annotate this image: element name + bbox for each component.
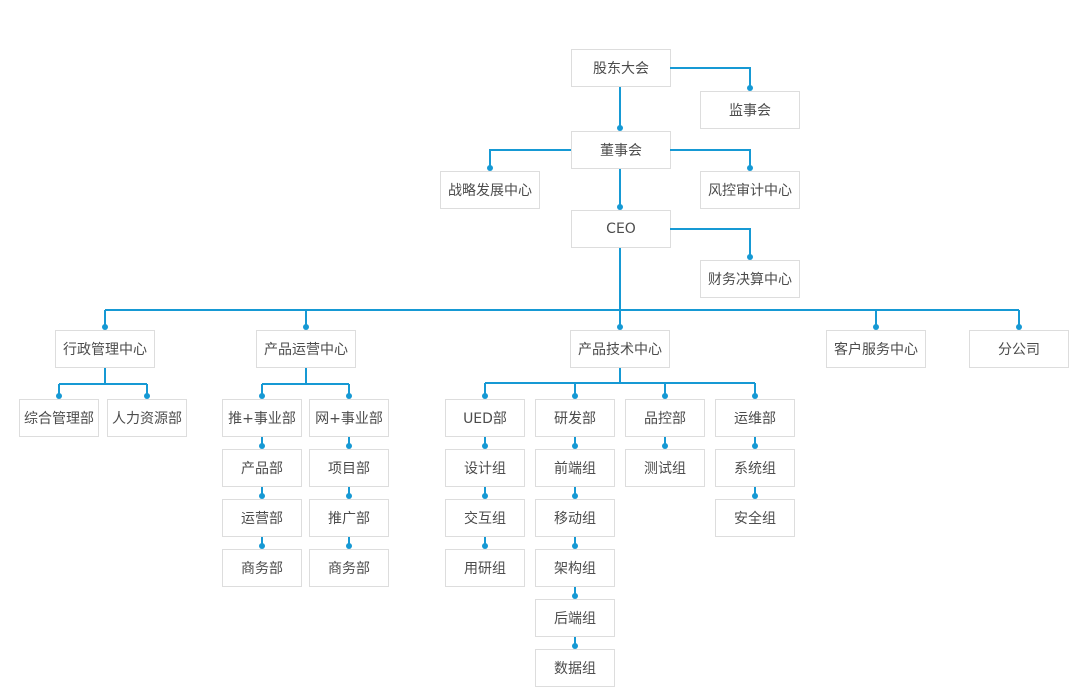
org-node-ops-center[interactable]: 产品运营中心 — [256, 330, 356, 368]
org-node-tech-center[interactable]: 产品技术中心 — [570, 330, 670, 368]
org-node-general-admin-dept[interactable]: 综合管理部 — [19, 399, 99, 437]
org-node-system-group[interactable]: 系统组 — [715, 449, 795, 487]
org-node-finance[interactable]: 财务决算中心 — [700, 260, 800, 298]
org-node-board[interactable]: 董事会 — [571, 131, 671, 169]
org-node-service-center[interactable]: 客户服务中心 — [826, 330, 926, 368]
org-node-wang-division[interactable]: 网+事业部 — [309, 399, 389, 437]
org-node-supervisory[interactable]: 监事会 — [700, 91, 800, 129]
org-node-rd-dept[interactable]: 研发部 — [535, 399, 615, 437]
org-node-frontend-group[interactable]: 前端组 — [535, 449, 615, 487]
org-node-project-dept[interactable]: 项目部 — [309, 449, 389, 487]
org-node-tui-division[interactable]: 推+事业部 — [222, 399, 302, 437]
org-node-shareholders[interactable]: 股东大会 — [571, 49, 671, 87]
org-node-operation-dept[interactable]: 运营部 — [222, 499, 302, 537]
org-node-backend-group[interactable]: 后端组 — [535, 599, 615, 637]
org-node-business-dept-wang[interactable]: 商务部 — [309, 549, 389, 587]
org-node-business-dept-tui[interactable]: 商务部 — [222, 549, 302, 587]
org-node-ued-dept[interactable]: UED部 — [445, 399, 525, 437]
org-node-product-dept[interactable]: 产品部 — [222, 449, 302, 487]
org-node-mobile-group[interactable]: 移动组 — [535, 499, 615, 537]
org-node-data-group[interactable]: 数据组 — [535, 649, 615, 687]
org-node-qc-dept[interactable]: 品控部 — [625, 399, 705, 437]
org-node-test-group[interactable]: 测试组 — [625, 449, 705, 487]
org-node-admin-center[interactable]: 行政管理中心 — [55, 330, 155, 368]
org-node-promotion-dept[interactable]: 推广部 — [309, 499, 389, 537]
org-node-architecture-group[interactable]: 架构组 — [535, 549, 615, 587]
org-node-strategy[interactable]: 战略发展中心 — [440, 171, 540, 209]
org-node-branch-company[interactable]: 分公司 — [969, 330, 1069, 368]
org-node-hr-dept[interactable]: 人力资源部 — [107, 399, 187, 437]
org-node-design-group[interactable]: 设计组 — [445, 449, 525, 487]
org-node-user-research-group[interactable]: 用研组 — [445, 549, 525, 587]
org-node-devops-dept[interactable]: 运维部 — [715, 399, 795, 437]
org-node-risk-audit[interactable]: 风控审计中心 — [700, 171, 800, 209]
org-node-security-group[interactable]: 安全组 — [715, 499, 795, 537]
org-node-interaction-group[interactable]: 交互组 — [445, 499, 525, 537]
org-node-ceo[interactable]: CEO — [571, 210, 671, 248]
